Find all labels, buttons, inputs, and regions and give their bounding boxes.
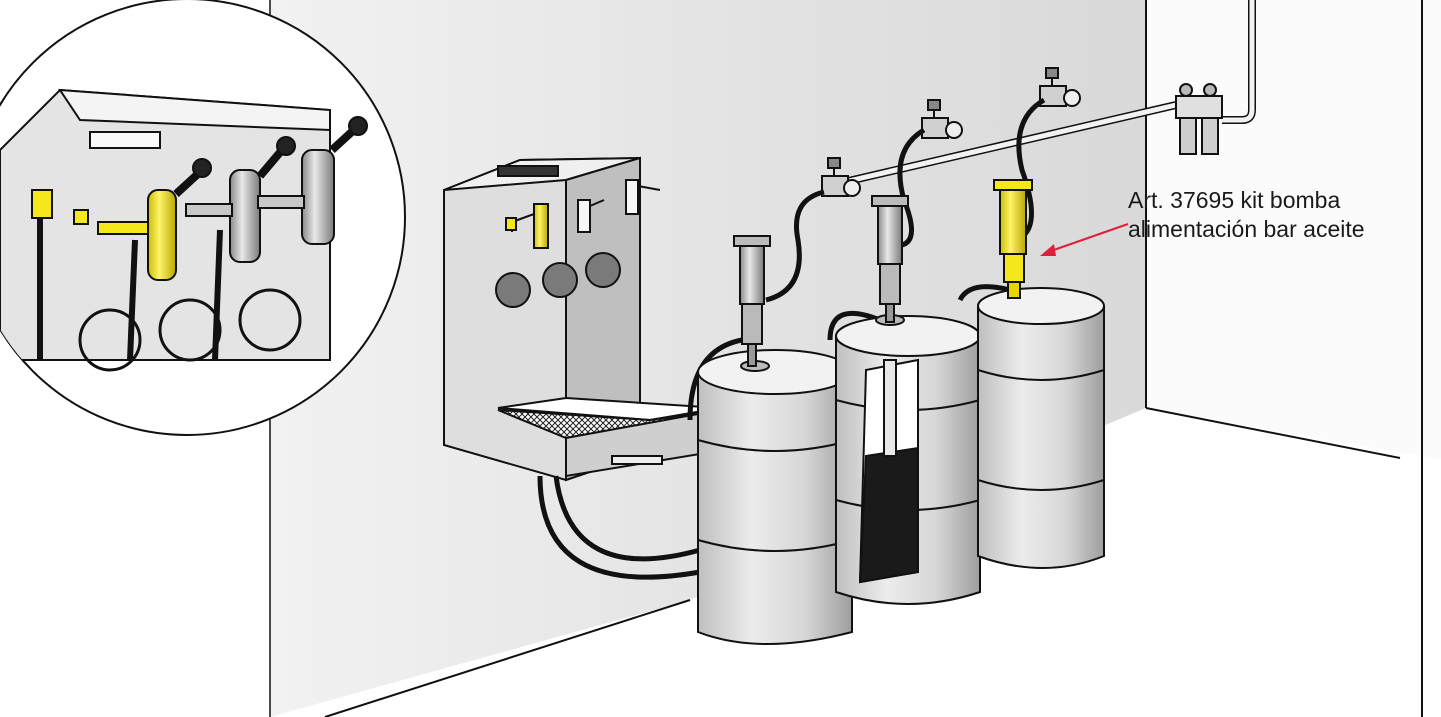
dispenser-detail-circle xyxy=(0,0,406,436)
drum-middle-cutaway xyxy=(835,314,981,605)
callout-label: Art. 37695 kit bomba alimentación bar ac… xyxy=(1128,186,1365,244)
pump-middle xyxy=(871,195,909,323)
regulator-1 xyxy=(821,157,861,197)
drum-left xyxy=(697,349,853,645)
pump-right-highlighted xyxy=(993,179,1033,299)
regulator-3 xyxy=(1039,67,1081,107)
tap-2 xyxy=(577,199,605,233)
tap-yellow xyxy=(505,203,549,249)
pump-left xyxy=(733,235,771,367)
wall-dispenser xyxy=(443,156,722,482)
tap-3 xyxy=(625,179,661,215)
regulator-2 xyxy=(921,99,963,139)
filter-regulator-unit xyxy=(1175,83,1223,155)
callout-line-1: Art. 37695 kit bomba xyxy=(1128,187,1341,213)
callout-arrow xyxy=(1040,223,1129,256)
callout-line-2: alimentación bar aceite xyxy=(1128,216,1365,242)
drum-right xyxy=(977,287,1105,569)
air-supply-line xyxy=(839,0,1256,187)
